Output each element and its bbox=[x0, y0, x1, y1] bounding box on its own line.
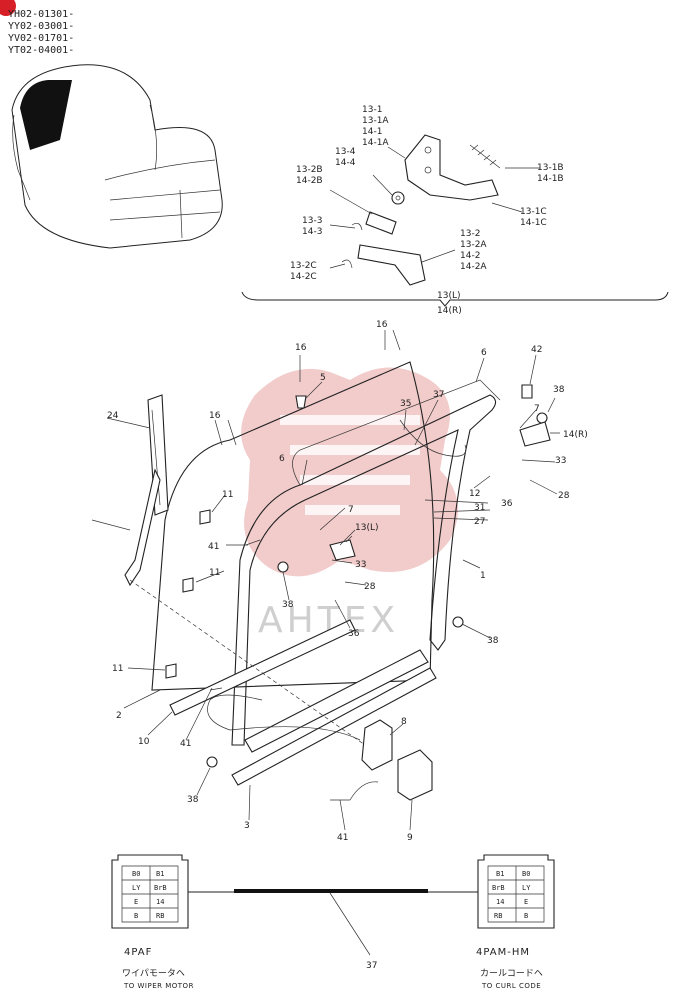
callout-10: 10 bbox=[138, 737, 150, 747]
callout-6-b: 6 bbox=[279, 454, 285, 464]
detail-label-14-1c: 14-1C bbox=[520, 218, 547, 228]
pin-left-7: B bbox=[134, 912, 138, 920]
callout-41-b: 41 bbox=[180, 739, 191, 749]
serial-2: YY02-03001- bbox=[8, 21, 74, 32]
pin-right-7: RB bbox=[494, 912, 502, 920]
detail-label-13-1b: 13-1B bbox=[537, 163, 564, 173]
callout-3: 3 bbox=[244, 821, 250, 831]
detail-label-13-2b: 13-2B bbox=[296, 165, 323, 175]
callout-16-c: 16 bbox=[209, 411, 221, 421]
harness-37: 37 bbox=[188, 889, 478, 971]
pin-right-8: B bbox=[524, 912, 528, 920]
callout-41-a: 41 bbox=[208, 542, 219, 552]
callout-11-a: 11 bbox=[222, 490, 233, 500]
serial-list: YH02-01301- YY02-03001- YV02-01701- YT02… bbox=[8, 9, 74, 56]
connector-left-jp: ワイパモータヘ bbox=[122, 968, 185, 979]
detail-label-14-1a: 14-1A bbox=[362, 138, 389, 148]
pin-left-6: 14 bbox=[156, 898, 164, 906]
callout-28-b: 28 bbox=[364, 582, 376, 592]
connector-right-en: TO CURL CODE bbox=[481, 982, 541, 990]
callout-16-b: 16 bbox=[295, 343, 307, 353]
connector-right-jp: カールコードヘ bbox=[480, 968, 543, 979]
pin-right-6: E bbox=[524, 898, 528, 906]
pin-left-8: RB bbox=[156, 912, 164, 920]
callout-24: 24 bbox=[107, 411, 119, 421]
connector-right: B1 B0 BrB LY 14 E RB B 4PAM-HM カールコードヘ T… bbox=[476, 854, 555, 990]
detail-group-13l: 13(L) bbox=[437, 291, 461, 301]
callout-37: 37 bbox=[433, 390, 444, 400]
callout-16-a: 16 bbox=[376, 320, 388, 330]
callout-6-a: 6 bbox=[481, 348, 487, 358]
callout-12: 12 bbox=[469, 489, 480, 499]
detail-label-14-2c: 14-2C bbox=[290, 272, 317, 282]
callout-38-b: 38 bbox=[282, 600, 294, 610]
callout-35: 35 bbox=[400, 399, 411, 409]
pin-left-1: B0 bbox=[132, 870, 140, 878]
connector-left-code: 4PAF bbox=[124, 947, 152, 958]
callout-41-c: 41 bbox=[337, 833, 348, 843]
detail-label-13-1a: 13-1A bbox=[362, 116, 389, 126]
connector-right-code: 4PAM-HM bbox=[476, 947, 530, 958]
main-assembly bbox=[91, 329, 560, 831]
callout-5: 5 bbox=[320, 373, 326, 383]
detail-label-14-2a: 14-2A bbox=[460, 262, 487, 272]
serial-4: YT02-04001- bbox=[8, 45, 74, 56]
callout-9: 9 bbox=[407, 833, 413, 843]
pin-left-2: B1 bbox=[156, 870, 164, 878]
detail-label-13-2a: 13-2A bbox=[460, 240, 487, 250]
callout-27: 27 bbox=[474, 517, 485, 527]
callout-7-a: 7 bbox=[534, 404, 540, 414]
callout-38-d: 38 bbox=[187, 795, 199, 805]
callout-36-a: 36 bbox=[501, 499, 513, 509]
pin-left-3: LY bbox=[132, 884, 141, 892]
detail-label-14-3: 14-3 bbox=[302, 227, 322, 237]
detail-group-14r: 14(R) bbox=[437, 306, 462, 316]
callout-28-a: 28 bbox=[558, 491, 570, 501]
cab-thumbnail bbox=[11, 64, 223, 249]
pin-right-3: BrB bbox=[492, 884, 505, 892]
detail-label-14-1: 14-1 bbox=[362, 127, 382, 137]
pin-right-1: B1 bbox=[496, 870, 504, 878]
pin-right-4: LY bbox=[522, 884, 531, 892]
callout-42: 42 bbox=[531, 345, 542, 355]
detail-label-13-3: 13-3 bbox=[302, 216, 322, 226]
serial-1: YH02-01301- bbox=[8, 9, 74, 20]
callout-8: 8 bbox=[401, 717, 407, 727]
callout-33-a: 33 bbox=[555, 456, 566, 466]
pin-right-2: B0 bbox=[522, 870, 530, 878]
detail-label-14-2: 14-2 bbox=[460, 251, 480, 261]
pin-right-5: 14 bbox=[496, 898, 504, 906]
watermark-logo: AHTEX bbox=[241, 367, 458, 641]
callout-7-b: 7 bbox=[348, 505, 354, 515]
serial-3: YV02-01701- bbox=[8, 33, 74, 44]
detail-label-14-4: 14-4 bbox=[335, 158, 356, 168]
detail-label-13-2c: 13-2C bbox=[290, 261, 317, 271]
pin-left-5: E bbox=[134, 898, 138, 906]
corner-badge bbox=[0, 0, 16, 16]
callout-11-c: 11 bbox=[112, 664, 123, 674]
callout-14r: 14(R) bbox=[563, 430, 588, 440]
callout-13l: 13(L) bbox=[355, 523, 379, 533]
detail-assembly: 13-1 13-1A 14-1 14-1A 13-4 14-4 13-2B 14… bbox=[241, 105, 669, 316]
detail-label-14-1b: 14-1B bbox=[537, 174, 564, 184]
callout-36-b: 36 bbox=[348, 629, 360, 639]
callout-38-c: 38 bbox=[487, 636, 499, 646]
callout-38-a: 38 bbox=[553, 385, 565, 395]
pin-left-4: BrB bbox=[154, 884, 167, 892]
callout-11-b: 11 bbox=[209, 568, 220, 578]
detail-label-13-2: 13-2 bbox=[460, 229, 480, 239]
connector-left: B0 B1 LY BrB E 14 B RB 4PAF ワイパモータヘ TO W… bbox=[111, 854, 194, 990]
detail-label-13-4: 13-4 bbox=[335, 147, 356, 157]
detail-label-13-1: 13-1 bbox=[362, 105, 382, 115]
detail-label-14-2b: 14-2B bbox=[296, 176, 323, 186]
callout-33-b: 33 bbox=[355, 560, 366, 570]
harness-label: 37 bbox=[366, 961, 377, 971]
connector-left-en: TO WIPER MOTOR bbox=[123, 982, 194, 990]
callout-numbers: 16 16 16 5 6 42 38 24 35 37 7 14(R) 33 2… bbox=[107, 320, 588, 843]
callout-1: 1 bbox=[480, 571, 486, 581]
detail-label-13-1c: 13-1C bbox=[520, 207, 547, 217]
callout-31: 31 bbox=[474, 503, 485, 513]
callout-2: 2 bbox=[116, 711, 122, 721]
